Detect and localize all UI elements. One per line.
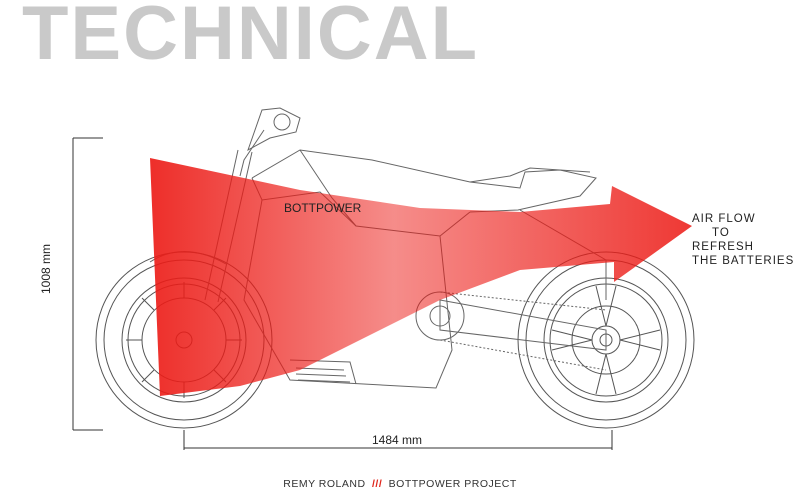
- credits-footer: REMY ROLAND /// BOTTPOWER PROJECT: [0, 478, 800, 490]
- height-label: 1008 mm: [39, 244, 53, 294]
- wheelbase-dimension: [183, 430, 613, 450]
- wheelbase-label: 1484 mm: [372, 433, 422, 447]
- footer-separator: ///: [371, 478, 383, 490]
- project-name: BOTTPOWER PROJECT: [388, 478, 517, 490]
- height-dimension: [72, 137, 103, 431]
- airflow-line-2: TO: [712, 227, 730, 239]
- airflow-line-3: REFRESH: [692, 241, 754, 253]
- airflow-arrow: [150, 158, 692, 396]
- tank-logo: BOTTPOWER: [284, 201, 362, 215]
- author-name: REMY ROLAND: [283, 478, 366, 490]
- airflow-line-1: AIR FLOW: [692, 213, 756, 225]
- page-title: TECHNICAL: [22, 0, 480, 76]
- airflow-line-4: THE BATTERIES: [692, 255, 794, 267]
